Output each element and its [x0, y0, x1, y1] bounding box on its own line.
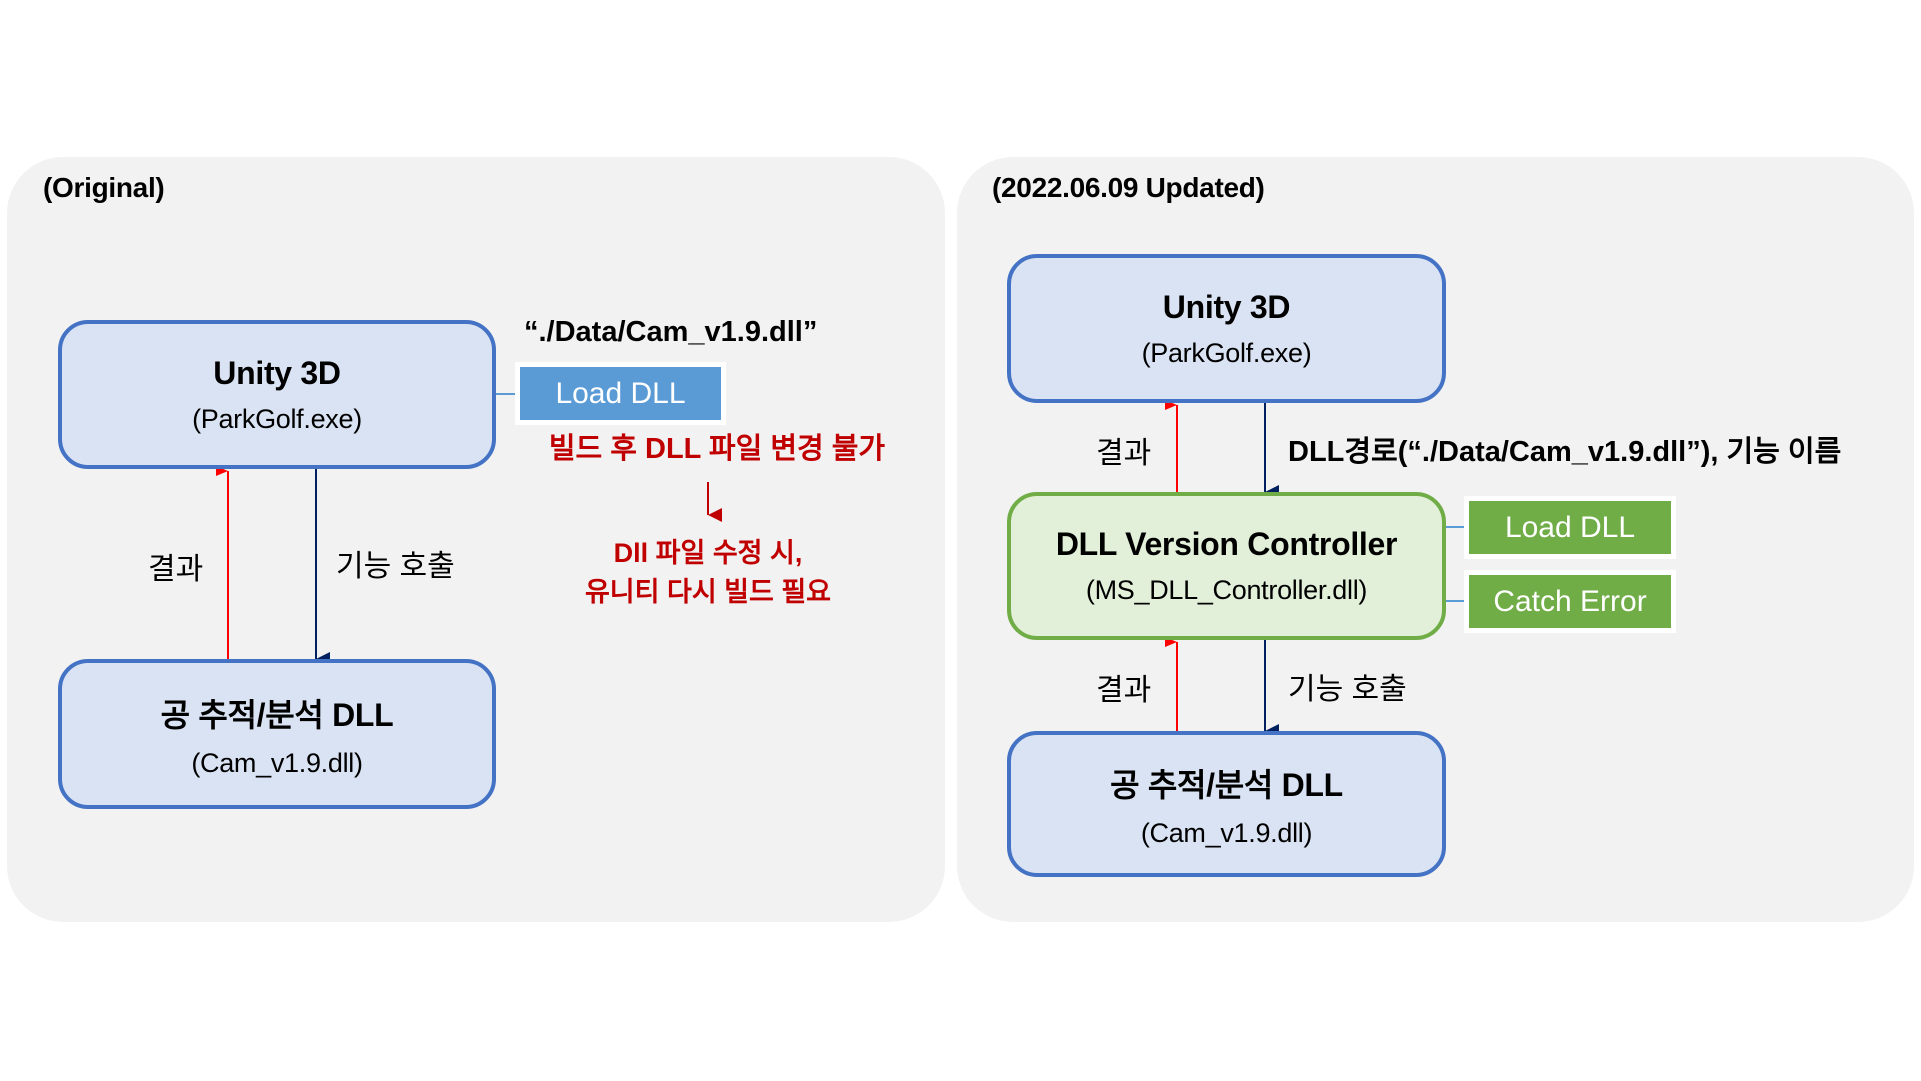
right-dll-title: 공 추적/분석 DLL: [1110, 766, 1343, 803]
right-bottom-result-label: 결과: [1096, 674, 1152, 707]
right-dll-subtitle: (Cam_v1.9.dll): [1140, 817, 1313, 848]
original-panel-title: (Original): [43, 172, 165, 203]
right-top-call-label: DLL경로(“./Data/Cam_v1.9.dll”), 기능 이름: [1288, 436, 1842, 468]
right-unity-subtitle: (ParkGolf.exe): [1141, 337, 1312, 368]
left-unity-title: Unity 3D: [213, 354, 341, 391]
consequence-line-2: 유니티 다시 빌드 필요: [584, 577, 832, 607]
left-dll-subtitle: (Cam_v1.9.dll): [191, 747, 363, 778]
controller-subtitle: (MS_DLL_Controller.dll): [1085, 575, 1368, 605]
warning-text: 빌드 후 DLL 파일 변경 불가: [548, 433, 886, 465]
left-result-label: 결과: [148, 553, 204, 586]
catch-error-tag: Catch Error: [1464, 570, 1676, 633]
right-top-result-label: 결과: [1096, 437, 1152, 470]
left-dll-box: 공 추적/분석 DLL (Cam_v1.9.dll): [58, 659, 496, 809]
dll-path-label: “./Data/Cam_v1.9.dll”: [524, 316, 818, 348]
left-load-dll-tag: Load DLL: [515, 362, 726, 425]
right-unity-title: Unity 3D: [1162, 288, 1291, 325]
left-unity-subtitle: (ParkGolf.exe): [192, 403, 362, 434]
consequence-line-1: Dll 파일 수정 시,: [613, 538, 803, 568]
updated-panel-title: (2022.06.09 Updated): [992, 172, 1265, 203]
controller-title: DLL Version Controller: [1055, 526, 1398, 562]
right-bottom-call-label: 기능 호출: [1288, 673, 1407, 706]
left-call-label: 기능 호출: [336, 550, 455, 583]
controller-box: DLL Version Controller (MS_DLL_Controlle…: [1007, 492, 1446, 640]
left-unity-box: Unity 3D (ParkGolf.exe): [58, 320, 496, 469]
left-dll-title: 공 추적/분석 DLL: [160, 696, 394, 733]
right-dll-box: 공 추적/분석 DLL (Cam_v1.9.dll): [1007, 731, 1446, 877]
right-unity-box: Unity 3D (ParkGolf.exe): [1007, 254, 1446, 403]
load-dll-tag: Load DLL: [1464, 496, 1676, 559]
